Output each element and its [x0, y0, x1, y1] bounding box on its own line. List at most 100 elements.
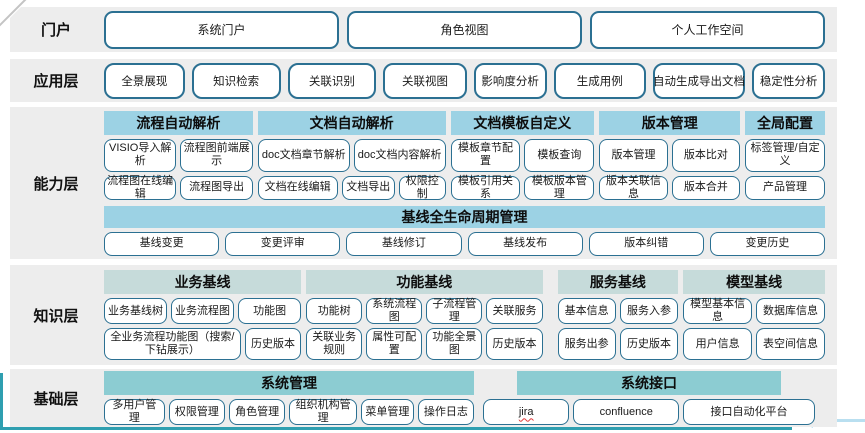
- group-row: 标签管理/自定义: [745, 138, 825, 172]
- application-button[interactable]: 关联视图: [383, 62, 467, 99]
- group-row: 版本管理版本比对: [599, 138, 741, 172]
- frame-left-edge: [0, 373, 3, 430]
- item-button[interactable]: 版本管理: [599, 138, 668, 172]
- item-button[interactable]: 文档在线编辑: [257, 175, 338, 200]
- item-button[interactable]: confluence: [573, 399, 680, 425]
- item-button[interactable]: 功能全景图: [426, 328, 483, 360]
- group-title: 功能基线: [306, 270, 543, 294]
- item-button[interactable]: 功能树: [306, 298, 363, 324]
- item-button[interactable]: doc文档章节解析: [257, 138, 350, 172]
- item-button[interactable]: 历史版本: [244, 328, 302, 360]
- item-button[interactable]: 角色管理: [228, 399, 286, 425]
- item-button[interactable]: 版本纠错: [588, 231, 704, 256]
- item-button[interactable]: 文档导出: [341, 175, 396, 200]
- item-button[interactable]: 全业务流程功能图（搜索/下钻展示）: [104, 328, 241, 360]
- group-title: 系统管理: [104, 371, 474, 395]
- application-button[interactable]: 影响度分析: [473, 62, 547, 99]
- item-button[interactable]: 版本比对: [671, 138, 741, 172]
- item-button[interactable]: 操作日志: [417, 399, 475, 425]
- group: 系统管理多用户管理权限管理角色管理组织机构管理菜单管理操作日志: [104, 371, 475, 425]
- item-button[interactable]: jira: [483, 399, 570, 425]
- baseline-row: 基线变更变更评审基线修订基线发布版本纠错变更历史: [104, 231, 826, 256]
- item-button[interactable]: 历史版本: [619, 328, 679, 360]
- portal-button-row: 系统门户角色视图个人工作空间: [104, 10, 825, 49]
- item-button[interactable]: 变更历史: [709, 231, 826, 256]
- portal-button[interactable]: 个人工作空间: [590, 10, 825, 49]
- group-title: 业务基线: [104, 270, 302, 294]
- item-button[interactable]: 模板引用关系: [450, 175, 521, 200]
- item-button[interactable]: 模板查询: [524, 138, 595, 172]
- item-button[interactable]: 模型基本信息: [683, 298, 753, 324]
- item-button[interactable]: 服务出参: [557, 328, 616, 360]
- group: 全局配置标签管理/自定义产品管理: [745, 110, 825, 200]
- item-button[interactable]: 流程图在线编辑: [104, 175, 177, 200]
- group-row: 全业务流程功能图（搜索/下钻展示）历史版本: [104, 328, 302, 360]
- group: 版本管理版本管理版本比对版本关联信息版本合并: [599, 110, 741, 200]
- portal-button[interactable]: 系统门户: [104, 10, 339, 49]
- item-button[interactable]: 功能图: [238, 298, 302, 324]
- item-button[interactable]: VISIO导入解析: [104, 138, 177, 172]
- item-button[interactable]: 表空间信息: [756, 328, 825, 360]
- application-button[interactable]: 知识检索: [191, 62, 281, 99]
- item-button[interactable]: 属性可配置: [366, 328, 423, 360]
- layer-label-portal: 门户: [40, 22, 71, 39]
- group-row: VISIO导入解析流程图前端展示: [104, 138, 253, 172]
- group-row: 多用户管理权限管理角色管理组织机构管理菜单管理操作日志: [104, 399, 475, 425]
- item-button[interactable]: 子流程管理: [426, 298, 483, 324]
- item-button[interactable]: 系统流程图: [366, 298, 423, 324]
- item-button[interactable]: 基线发布: [467, 231, 583, 256]
- group-row: 版本关联信息版本合并: [599, 175, 741, 200]
- page-corner-decoration: [0, 0, 28, 28]
- item-button[interactable]: 权限管理: [168, 399, 225, 425]
- item-button[interactable]: 产品管理: [745, 175, 825, 200]
- group-row: 流程图在线编辑流程图导出: [104, 175, 253, 200]
- item-button[interactable]: 变更评审: [225, 231, 341, 256]
- group-row: 模板引用关系模板版本管理: [450, 175, 595, 200]
- group-title: 版本管理: [599, 110, 741, 135]
- item-button[interactable]: doc文档内容解析: [353, 138, 446, 172]
- portal-button[interactable]: 角色视图: [347, 10, 582, 49]
- item-button[interactable]: 数据库信息: [756, 298, 825, 324]
- item-button[interactable]: 用户信息: [683, 328, 753, 360]
- item-button[interactable]: 版本关联信息: [599, 175, 668, 200]
- item-button[interactable]: 关联服务: [486, 298, 543, 324]
- group-row: 服务出参历史版本: [557, 328, 679, 360]
- application-button[interactable]: 稳定性分析: [752, 62, 825, 99]
- application-button[interactable]: 自动生成导出文档: [652, 62, 746, 99]
- item-button[interactable]: 基线变更: [104, 231, 220, 256]
- knowledge-groups-row: 业务基线业务基线树业务流程图功能图全业务流程功能图（搜索/下钻展示）历史版本功能…: [104, 270, 825, 360]
- item-button[interactable]: 模板版本管理: [524, 175, 595, 200]
- item-button[interactable]: 业务流程图: [171, 298, 235, 324]
- item-button[interactable]: 权限控制: [399, 175, 446, 200]
- item-button[interactable]: 流程图导出: [180, 175, 253, 200]
- group-row: 模板章节配置模板查询: [450, 138, 595, 172]
- item-button[interactable]: 多用户管理: [104, 399, 165, 425]
- item-button[interactable]: 版本合并: [671, 175, 741, 200]
- group-row: 产品管理: [745, 175, 825, 200]
- application-button[interactable]: 关联识别: [287, 62, 377, 99]
- item-button[interactable]: 流程图前端展示: [180, 138, 253, 172]
- application-button[interactable]: 全景展现: [104, 62, 185, 99]
- layer-content-application: 全景展现知识检索关联识别关联视图影响度分析生成用例自动生成导出文档稳定性分析: [102, 59, 837, 102]
- layer-content-portal: 系统门户角色视图个人工作空间: [102, 7, 837, 52]
- group-title: 系统接口: [517, 371, 781, 395]
- item-button[interactable]: 菜单管理: [360, 399, 414, 425]
- item-button[interactable]: 接口自动化平台: [683, 399, 815, 425]
- application-button[interactable]: 生成用例: [553, 62, 646, 99]
- baseline-group-title: 基线全生命周期管理: [104, 205, 825, 228]
- item-button[interactable]: 关联业务规则: [306, 328, 363, 360]
- item-button[interactable]: 业务基线树: [104, 298, 168, 324]
- item-button[interactable]: 模板章节配置: [450, 138, 521, 172]
- item-button[interactable]: 服务入参: [619, 298, 679, 324]
- item-button[interactable]: 基线修订: [346, 231, 462, 256]
- item-button[interactable]: 基本信息: [557, 298, 616, 324]
- item-button[interactable]: 历史版本: [486, 328, 543, 360]
- group-title: 文档自动解析: [257, 110, 446, 135]
- item-button[interactable]: 组织机构管理: [289, 399, 357, 425]
- item-button[interactable]: 标签管理/自定义: [745, 138, 825, 172]
